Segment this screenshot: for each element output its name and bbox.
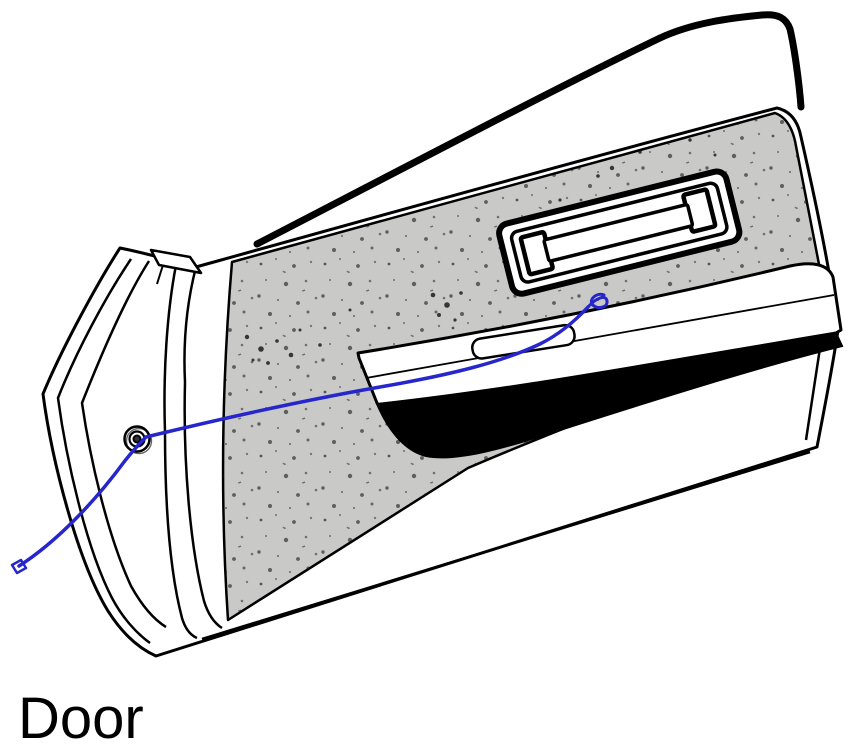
door-label: Door: [18, 686, 144, 748]
cable-line: [17, 305, 590, 568]
armrest-underside: [375, 331, 844, 459]
door-bottom-hem: [201, 450, 811, 641]
cable-start-square: [10, 558, 28, 575]
door-jamb-contours: [56, 258, 223, 645]
lock-cable-annotation: [10, 292, 609, 575]
speckle-clusters: [244, 138, 717, 365]
lock-cylinder: [123, 425, 153, 455]
armrest-crease-line: [365, 294, 835, 379]
door-pull-handle: [496, 168, 743, 297]
cable-end-scribble: [586, 292, 609, 310]
hinge-bracket: [149, 248, 203, 275]
hinge-bracket-line: [156, 264, 164, 285]
window-frame: [253, 11, 805, 248]
